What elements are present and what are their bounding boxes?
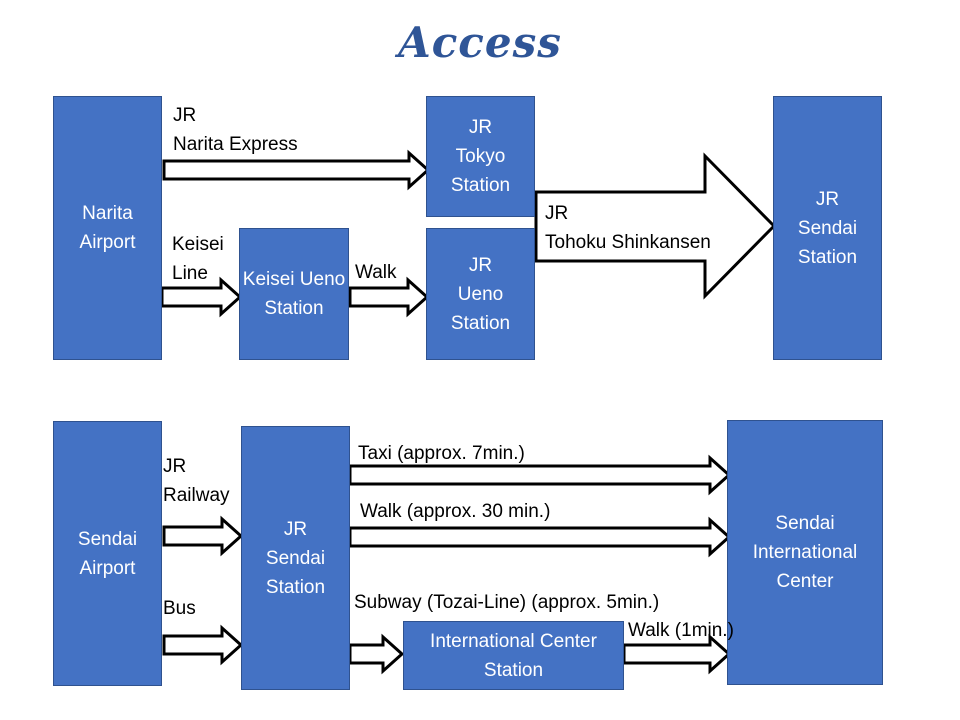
label-shinkansen: JR Tohoku Shinkansen xyxy=(545,203,711,253)
label-walk-30: Walk (approx. 30 min.) xyxy=(360,501,551,522)
sendai-airport-box: Sendai Airport xyxy=(53,421,162,686)
page-title: Access xyxy=(398,18,562,67)
jr-sendai-station-top-box: JR Sendai Station xyxy=(773,96,882,360)
label-jr-railway: JR Railway xyxy=(163,456,230,506)
label-walk: Walk xyxy=(355,262,397,283)
arrow-walk-30 xyxy=(348,516,732,558)
sendai-international-center-label: Sendai International Center xyxy=(752,513,858,592)
arrow-walk-ueno xyxy=(348,276,430,318)
jr-ueno-station-label: JR Ueno Station xyxy=(450,254,511,334)
arrow-bus xyxy=(162,624,244,666)
keisei-ueno-station-box: Keisei Ueno Station xyxy=(239,228,349,360)
jr-ueno-station-box: JR Ueno Station xyxy=(426,228,535,360)
label-taxi: Taxi (approx. 7min.) xyxy=(358,443,525,464)
label-walk-1: Walk (1min.) xyxy=(628,620,734,641)
narita-airport-box: Narita Airport xyxy=(53,96,162,360)
jr-sendai-station-bottom-box: JR Sendai Station xyxy=(241,426,350,690)
arrow-walk-1 xyxy=(622,633,732,675)
jr-sendai-station-bottom-label: JR Sendai Station xyxy=(265,518,326,598)
sendai-airport-label: Sendai Airport xyxy=(77,528,138,579)
arrow-subway xyxy=(348,633,405,675)
arrow-keisei-line xyxy=(160,276,243,318)
label-narita-express: JR Narita Express xyxy=(173,105,298,155)
jr-tokyo-station-label: JR Tokyo Station xyxy=(450,117,511,196)
arrow-jr-railway xyxy=(162,515,244,557)
arrow-narita-express xyxy=(162,149,431,191)
keisei-ueno-station-label: Keisei Ueno Station xyxy=(242,269,346,319)
label-bus: Bus xyxy=(163,598,196,619)
arrow-taxi xyxy=(348,454,732,496)
international-center-station-label: International Center Station xyxy=(430,630,597,681)
arrow-shinkansen xyxy=(534,152,777,300)
jr-tokyo-station-box: JR Tokyo Station xyxy=(426,96,535,217)
international-center-station-box: International Center Station xyxy=(403,621,624,690)
label-subway: Subway (Tozai-Line) (approx. 5min.) xyxy=(354,592,660,613)
sendai-international-center-box: Sendai International Center xyxy=(727,420,883,685)
jr-sendai-station-top-label: JR Sendai Station xyxy=(797,188,858,268)
narita-airport-label: Narita Airport xyxy=(79,203,136,253)
label-keisei-line: Keisei Line xyxy=(172,234,224,284)
